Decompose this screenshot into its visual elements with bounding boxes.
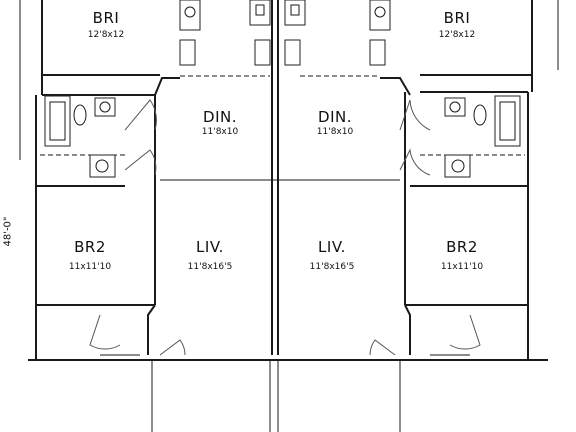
room-dims-din-right: 11'8x10 [316,127,354,137]
doors [89,99,481,356]
room-name-br1-left: BRI [92,9,120,27]
room-name-din-right: DIN. [318,108,352,126]
room-name-din-left: DIN. [203,108,237,126]
room-name-br2-left: BR2 [74,238,106,256]
room-dims-br2-right: 11x11'10 [440,262,484,272]
room-dims-liv-left: 11'8x16'5 [187,262,233,272]
room-name-liv-right: LIV. [318,238,346,256]
exterior-walls [19,0,559,361]
bathroom-left [40,95,125,178]
bedroom-walls [36,74,532,187]
room-name-br1-right: BRI [443,9,471,27]
room-dims-br2-left: 11x11'10 [68,262,112,272]
kitchen [179,0,391,66]
room-name-liv-left: LIV. [196,238,224,256]
room-name-br2-right: BR2 [446,238,478,256]
room-dims-br1-right: 12'8x12 [438,30,476,40]
lower-hall [100,354,470,432]
bathroom-right [420,95,525,178]
overall-dimension-label: 48'-0" [2,216,14,247]
room-dims-din-left: 11'8x10 [201,127,239,137]
room-dims-liv-right: 11'8x16'5 [309,262,355,272]
room-dims-br1-left: 12'8x12 [87,30,125,40]
